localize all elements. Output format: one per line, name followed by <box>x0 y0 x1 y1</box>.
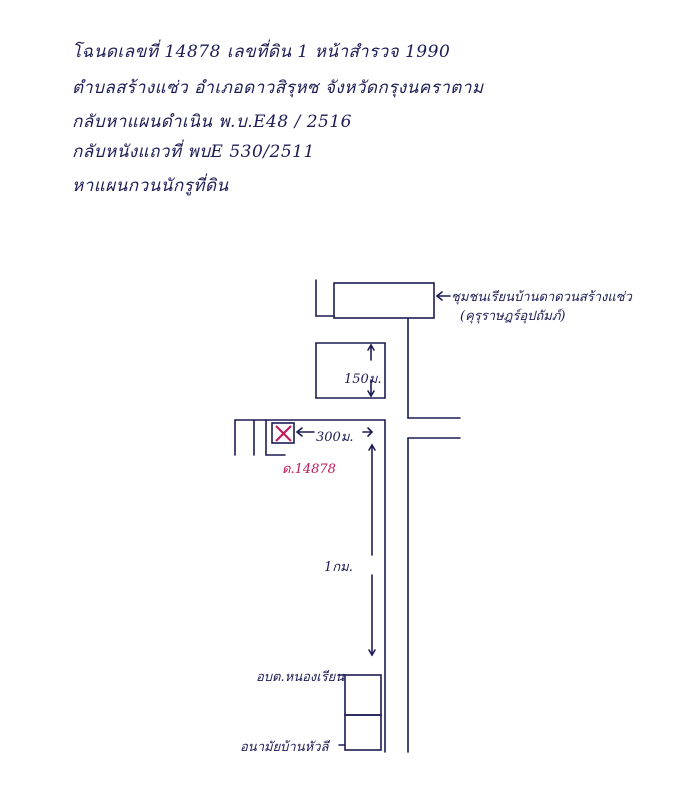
health-center-label: อนามัยบ้านหัวลี <box>240 740 329 755</box>
arrow-head <box>435 291 443 301</box>
distance-300-label: 300ม. <box>316 430 354 445</box>
school-sub-label: (คุรุราษฎร์อุปถัมภ์) <box>460 309 566 324</box>
header-line-1: โฉนดเลขที่ 14878 เลขที่ดิน 1 หน้าสำรวจ 1… <box>72 42 451 62</box>
parcel-cross-mark <box>275 425 292 442</box>
header-line-2: ตำบลสร้างแซ่ว อำเภอดาวสิรุหซ จังหวัดกรุง… <box>72 78 484 98</box>
header-line-4: กลับหนังแถวที่ พบE 530/2511 <box>72 142 315 162</box>
health-center-building <box>344 714 382 751</box>
header-line-5: หาแผนกวนนักรูที่ดิน <box>72 176 229 196</box>
parcel-label: ด.14878 <box>282 462 336 477</box>
school-label: ชุมชนเรียนบ้านดาดวนสร้างแซ่ว <box>451 290 632 305</box>
obt-label: อบต.หนองเรียน <box>256 670 345 685</box>
parcel-box <box>271 422 295 444</box>
distance-1km-label: 1กม. <box>324 560 353 575</box>
header-line-3: กลับหาแผนดำเนิน พ.บ.E48 / 2516 <box>72 112 352 132</box>
obt-building <box>344 674 382 716</box>
school-building <box>333 282 435 319</box>
distance-150-label: 150ม. <box>344 372 382 387</box>
